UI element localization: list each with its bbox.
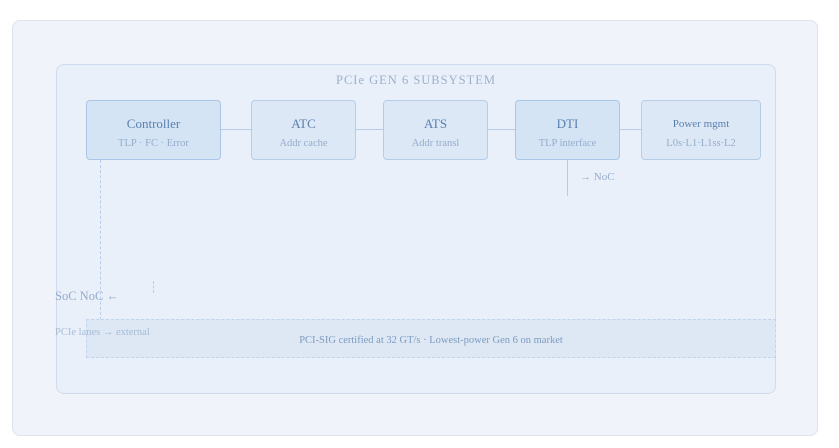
- noc-label: → NoC: [580, 171, 615, 183]
- block-controller-sub: TLP · FC · Error: [118, 138, 189, 149]
- block-atc: ATC Addr cache: [251, 100, 356, 160]
- connector-soc-stub: [153, 281, 154, 293]
- block-power-mgmt: Power mgmt L0s·L1·L1ss·L2: [641, 100, 761, 160]
- block-controller: Controller TLP · FC · Error: [86, 100, 221, 160]
- subsystem-title: PCIe GEN 6 SUBSYSTEM: [336, 73, 496, 87]
- pcie-lanes-label: PCIe lanes → external: [55, 327, 150, 338]
- connector-atc-ats: [356, 129, 383, 130]
- footer-bar: [86, 319, 776, 358]
- connector-controller-lanes: [100, 160, 101, 320]
- block-ats-sub: Addr transl: [411, 138, 460, 149]
- soc-noc-label: SoC NoC ←: [55, 289, 119, 303]
- footer-note: PCI-SIG certified at 32 GT/s · Lowest-po…: [299, 335, 563, 346]
- block-atc-sub: Addr cache: [279, 138, 328, 149]
- block-power-sub: L0s·L1·L1ss·L2: [666, 138, 736, 149]
- block-controller-name: Controller: [126, 116, 181, 131]
- connector-dti-noc: [567, 160, 568, 196]
- block-ats: ATS Addr transl: [383, 100, 488, 160]
- block-atc-name: ATC: [291, 116, 316, 131]
- connector-dti-power: [620, 129, 641, 130]
- connector-controller-atc: [221, 129, 251, 130]
- block-dti-name: DTI: [556, 116, 579, 131]
- block-power-name: Power mgmt: [672, 118, 730, 130]
- block-dti-sub: TLP interface: [538, 138, 597, 149]
- block-ats-name: ATS: [423, 116, 448, 131]
- connector-ats-dti: [488, 129, 515, 130]
- block-dti: DTI TLP interface: [515, 100, 620, 160]
